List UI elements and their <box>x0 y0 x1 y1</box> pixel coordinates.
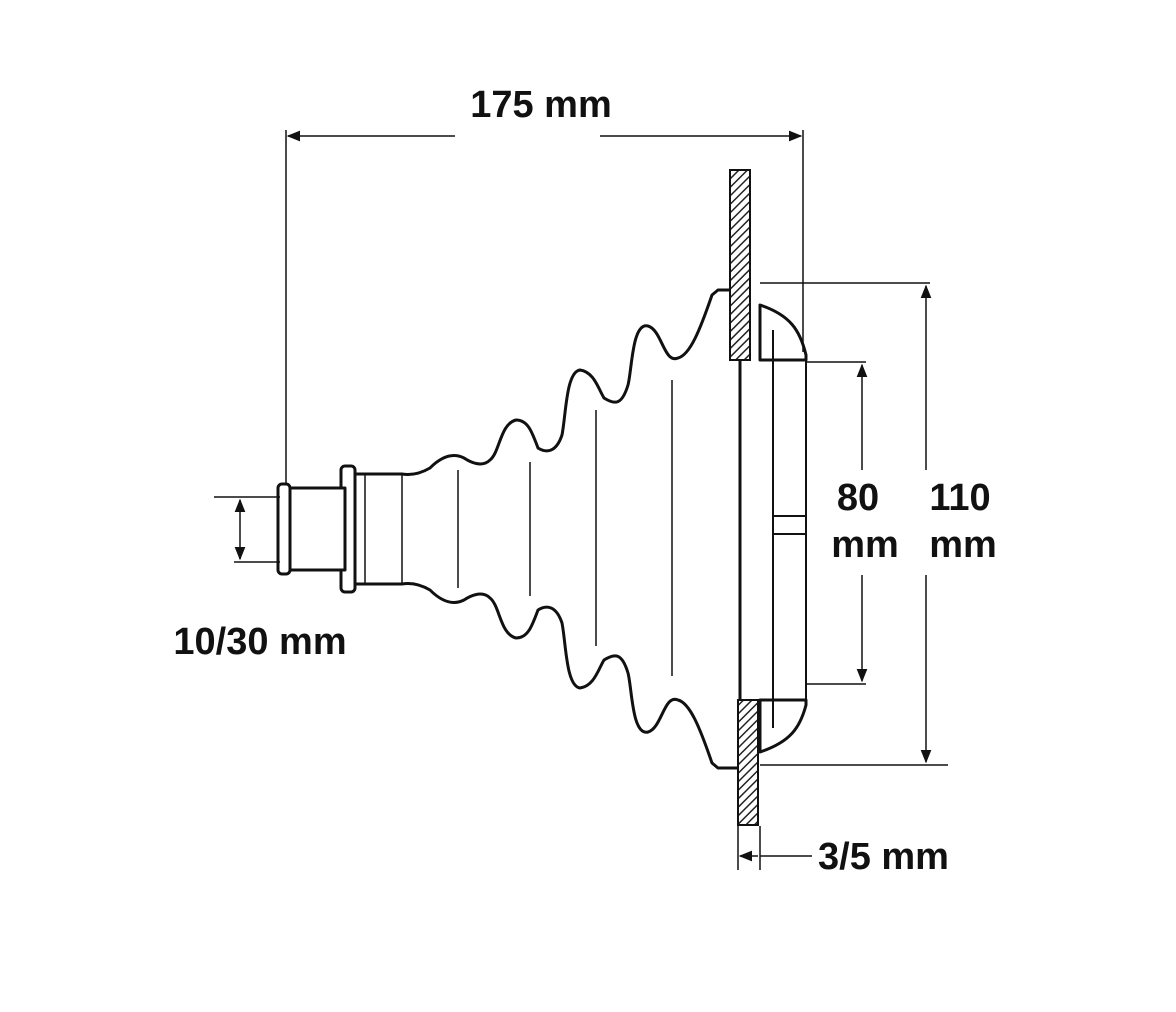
length-label: 175 mm <box>470 84 612 126</box>
dimension-labels: 175 mm 80 mm 110 mm 10/30 mm 3/5 mm <box>173 84 996 878</box>
collar-ring-small <box>276 482 292 576</box>
outer-flange-label-line2: mm <box>929 524 997 566</box>
panel-upper <box>729 169 751 361</box>
inner-slot <box>773 515 806 535</box>
inner-opening-label-line1: 80 <box>837 477 879 519</box>
panel-thickness-label: 3/5 mm <box>818 836 949 878</box>
mounting-panel <box>729 169 759 826</box>
bellows-body <box>276 288 808 770</box>
panel-lower <box>737 699 759 826</box>
flange-lip <box>758 303 808 754</box>
dimension-lines <box>214 130 948 870</box>
bellows-outline <box>348 288 742 770</box>
inner-opening-label-line2: mm <box>831 524 899 566</box>
outer-flange-label-line1: 110 <box>929 477 990 519</box>
cable-tube <box>283 486 347 572</box>
cable-range-label: 10/30 mm <box>173 621 346 663</box>
